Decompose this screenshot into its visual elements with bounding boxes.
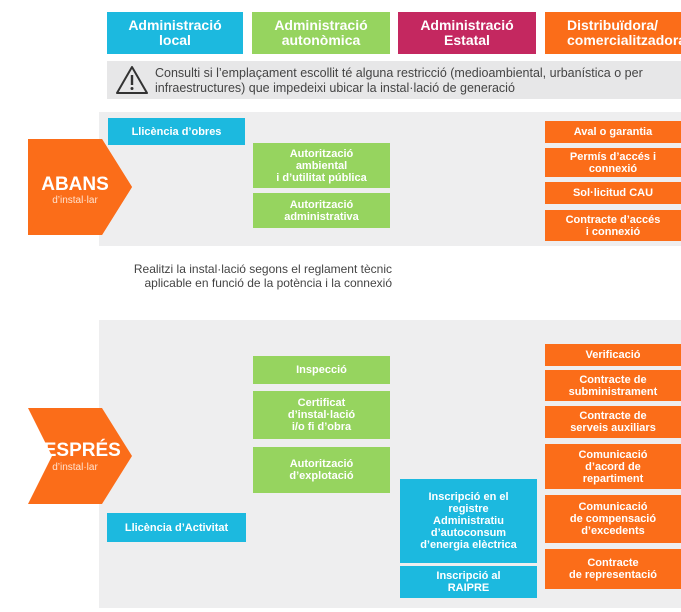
box-autoritzacio-explotacio: Autorització d’explotació: [253, 447, 390, 493]
box-autoritzacio-ambiental: Autorització ambiental i d’utilitat públ…: [253, 143, 390, 188]
abans-subtitle: d’instal·lar: [52, 195, 98, 206]
box-inscripcio-registre-autoconsum: Inscripció en el registre Administratiu …: [400, 479, 537, 563]
box-aval-garantia: Aval o garantia: [545, 121, 681, 143]
box-verificacio: Verificació: [545, 344, 681, 366]
box-sollicitud-cau: Sol·licitud CAU: [545, 182, 681, 204]
box-contracte-serveis-auxiliars: Contracte de serveis auxiliars: [545, 406, 681, 438]
box-comunicacio-acord-repartiment: Comunicació d’acord de repartiment: [545, 444, 681, 489]
header-distribuidora-comercialitzadora: Distribuïdora/ comercialitzadora: [545, 12, 681, 54]
header-administracio-autonomica: Administració autonòmica: [252, 12, 390, 54]
box-llicencia-obres: Llicència d’obres: [108, 118, 245, 145]
box-contracte-subministrament: Contracte de subministrament: [545, 370, 681, 401]
box-autoritzacio-administrativa: Autorització administrativa: [253, 193, 390, 228]
header-administracio-estatal: Administració Estatal: [398, 12, 536, 54]
header-administracio-local: Administració local: [107, 12, 243, 54]
despres-title: DESPRÉS: [30, 440, 121, 461]
abans-arrow: ABANS d’instal·lar: [28, 139, 132, 235]
restriction-notice: Consulti si l’emplaçament escollit té al…: [107, 61, 681, 99]
box-contracte-acces-connexio: Contracte d’accés i connexió: [545, 210, 681, 241]
box-llicencia-activitat: Llicència d’Activitat: [107, 513, 246, 542]
warning-triangle-icon: [115, 65, 149, 100]
box-permis-acces-connexio: Permís d’accés i connexió: [545, 148, 681, 177]
notice-text: Consulti si l’emplaçament escollit té al…: [155, 66, 643, 95]
box-contracte-representacio: Contracte de representació: [545, 549, 681, 589]
despres-arrow: DESPRÉS d’instal·lar: [28, 408, 132, 504]
box-inspeccio: Inspecció: [253, 356, 390, 384]
despres-subtitle: d’instal·lar: [52, 462, 98, 473]
box-inscripcio-raipre: Inscripció al RAIPRE: [400, 566, 537, 598]
installation-instruction-text: Realitzi la instal·lació segons el regla…: [133, 262, 392, 290]
box-certificat-installacio: Certificat d’instal·lació i/o fi d’obra: [253, 391, 390, 439]
box-comunicacio-compensacio-excedents: Comunicació de compensació d’excedents: [545, 495, 681, 543]
abans-title: ABANS: [41, 174, 109, 195]
